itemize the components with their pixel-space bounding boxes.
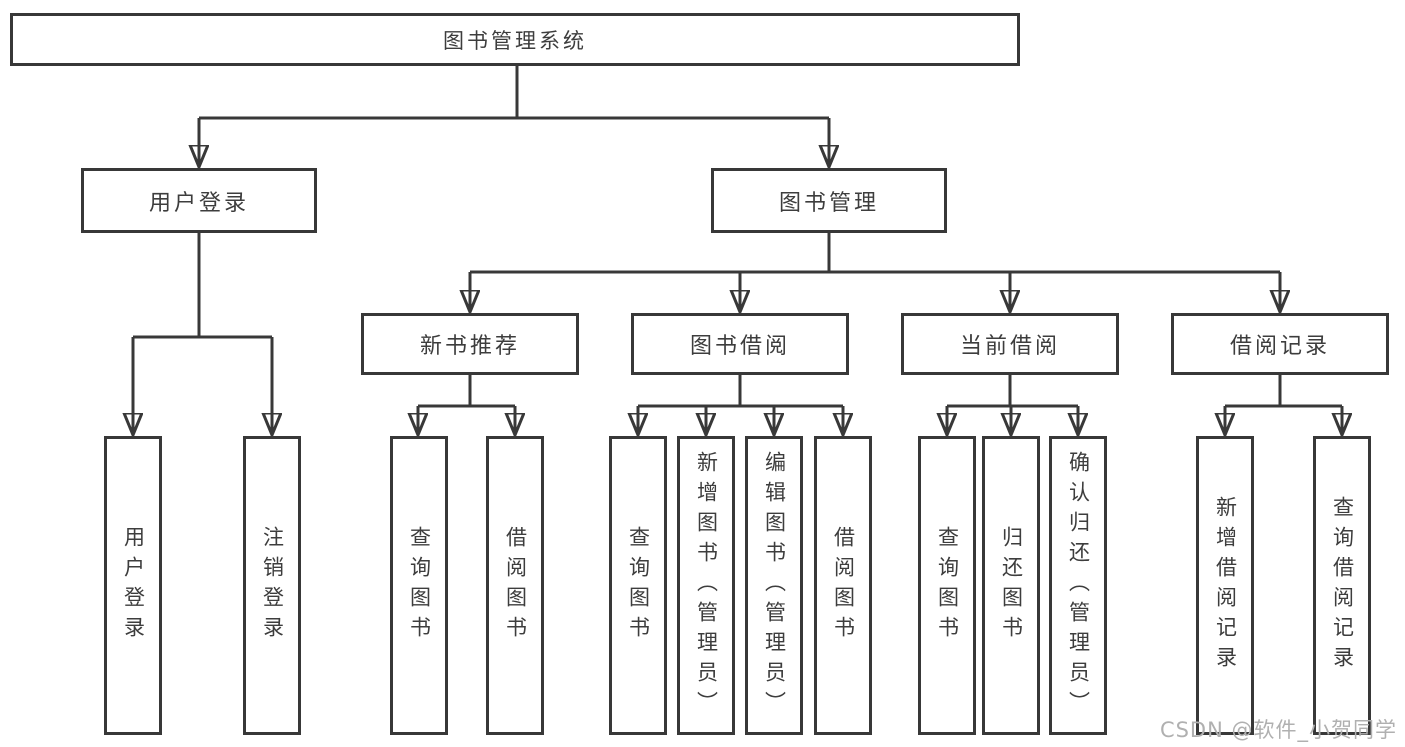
node-user-login: 用户登录 bbox=[81, 168, 317, 233]
node-label: 用户登录 bbox=[148, 190, 249, 216]
node-leaf-logout: 注销登录 bbox=[243, 436, 301, 735]
node-label: 借阅图书 bbox=[503, 525, 528, 646]
node-label: 查询图书 bbox=[407, 525, 432, 646]
node-leaf-bb-add-book-admin: 新增图书（管理员） bbox=[677, 436, 735, 735]
node-label: 查询图书 bbox=[626, 525, 651, 646]
node-leaf-cb-query-book: 查询图书 bbox=[918, 436, 976, 735]
node-leaf-rec-borrow-book: 借阅图书 bbox=[486, 436, 544, 735]
node-leaf-br-query-record: 查询借阅记录 bbox=[1313, 436, 1371, 735]
node-leaf-bb-query-book: 查询图书 bbox=[609, 436, 667, 735]
node-label: 注销登录 bbox=[260, 525, 285, 646]
node-label: 借阅记录 bbox=[1229, 334, 1330, 359]
node-leaf-bb-edit-book-admin: 编辑图书（管理员） bbox=[745, 436, 803, 735]
node-leaf-user-login: 用户登录 bbox=[104, 436, 162, 735]
node-book-borrow: 图书借阅 bbox=[631, 313, 849, 375]
node-book-management: 图书管理 bbox=[711, 168, 947, 233]
node-leaf-rec-query-book: 查询图书 bbox=[390, 436, 448, 735]
node-label: 图书借阅 bbox=[689, 334, 790, 359]
node-label: 新书推荐 bbox=[419, 334, 520, 359]
node-leaf-cb-confirm-return-admin: 确认归还（管理员） bbox=[1049, 436, 1107, 735]
node-label: 图书管理 bbox=[778, 190, 879, 216]
node-label: 当前借阅 bbox=[959, 334, 1060, 359]
node-label: 图书管理系统 bbox=[443, 28, 587, 53]
node-leaf-cb-return-book: 归还图书 bbox=[982, 436, 1040, 735]
node-label: 新增借阅记录 bbox=[1213, 495, 1238, 676]
node-label: 归还图书 bbox=[999, 525, 1024, 646]
node-leaf-br-add-record: 新增借阅记录 bbox=[1196, 436, 1254, 735]
node-label: 编辑图书（管理员） bbox=[762, 450, 787, 721]
node-label: 查询借阅记录 bbox=[1330, 495, 1355, 676]
node-label: 查询图书 bbox=[935, 525, 960, 646]
node-label: 新增图书（管理员） bbox=[694, 450, 719, 721]
node-label: 借阅图书 bbox=[831, 525, 856, 646]
node-current-borrow: 当前借阅 bbox=[901, 313, 1119, 375]
node-label: 确认归还（管理员） bbox=[1066, 450, 1091, 721]
node-label: 用户登录 bbox=[121, 525, 146, 646]
connector-segments bbox=[133, 66, 1342, 408]
node-borrow-records: 借阅记录 bbox=[1171, 313, 1389, 375]
csdn-watermark: CSDN @软件_小贺同学 bbox=[1159, 718, 1397, 742]
node-leaf-bb-borrow-book: 借阅图书 bbox=[814, 436, 872, 735]
node-library-management-system: 图书管理系统 bbox=[10, 13, 1020, 66]
node-new-book-recommend: 新书推荐 bbox=[361, 313, 579, 375]
